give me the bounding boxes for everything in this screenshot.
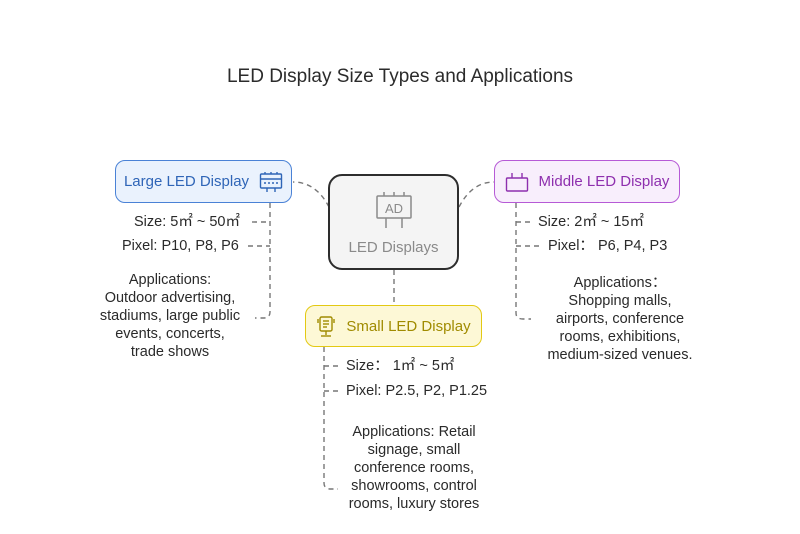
small-applications-line: conference rooms, bbox=[353, 460, 475, 476]
small-applications: Applications: Retail signage, small conf… bbox=[334, 423, 494, 513]
middle-pixel: Pixel： P6, P4, P3 bbox=[548, 238, 668, 254]
led-panel-icon bbox=[259, 171, 283, 192]
branch-small bbox=[323, 347, 338, 490]
billboard-icon: AD bbox=[376, 192, 412, 228]
node-center-led-displays: AD LED Displays bbox=[328, 174, 459, 270]
large-applications-line: Applications: bbox=[128, 272, 212, 288]
center-label: LED Displays bbox=[348, 239, 439, 256]
middle-applications-line: medium-sized venues. bbox=[547, 347, 693, 363]
monitor-icon bbox=[505, 172, 528, 192]
small-applications-line: Applications: Retail bbox=[352, 424, 476, 440]
branch-large bbox=[255, 203, 271, 319]
billboard-icon-text: AD bbox=[385, 201, 403, 216]
node-small-label: Small LED Display bbox=[346, 317, 471, 335]
node-large-label: Large LED Display bbox=[123, 173, 250, 190]
large-applications: Applications: Outdoor advertising, stadi… bbox=[90, 271, 250, 361]
small-pixel: Pixel: P2.5, P2, P1.25 bbox=[346, 383, 488, 399]
large-applications-line: events, concerts, bbox=[115, 326, 225, 342]
large-size: Size: 5㎡ ~ 50㎡ bbox=[134, 214, 240, 230]
diagram-title: LED Display Size Types and Applications bbox=[226, 66, 574, 87]
node-small-led-display: Small LED Display bbox=[305, 305, 482, 347]
small-size: Size： 1㎡ ~ 5㎡ bbox=[346, 358, 455, 374]
link-center-middle bbox=[458, 181, 495, 208]
middle-applications-line: airports, conference bbox=[555, 311, 685, 327]
small-applications-line: signage, small bbox=[367, 442, 461, 458]
middle-applications-line: rooms, exhibitions, bbox=[559, 329, 681, 345]
branch-middle bbox=[515, 203, 531, 320]
large-applications-line: trade shows bbox=[130, 344, 210, 360]
small-applications-line: rooms, luxury stores bbox=[348, 496, 480, 512]
large-applications-line: stadiums, large public bbox=[99, 308, 241, 324]
node-middle-led-display: Middle LED Display bbox=[494, 160, 680, 203]
kiosk-icon bbox=[317, 316, 336, 337]
middle-applications: Applications： Shopping malls, airports, … bbox=[540, 274, 700, 364]
middle-applications-line: Shopping malls, bbox=[568, 293, 672, 309]
middle-applications-line: Applications： bbox=[573, 275, 667, 291]
link-center-large bbox=[292, 181, 330, 208]
small-applications-line: showrooms, control bbox=[351, 478, 477, 494]
node-middle-label: Middle LED Display bbox=[538, 173, 670, 190]
large-applications-line: Outdoor advertising, bbox=[104, 290, 236, 306]
large-pixel: Pixel: P10, P8, P6 bbox=[122, 238, 239, 254]
node-large-led-display: Large LED Display bbox=[115, 160, 292, 203]
middle-size: Size: 2㎡ ~ 15㎡ bbox=[538, 214, 644, 230]
